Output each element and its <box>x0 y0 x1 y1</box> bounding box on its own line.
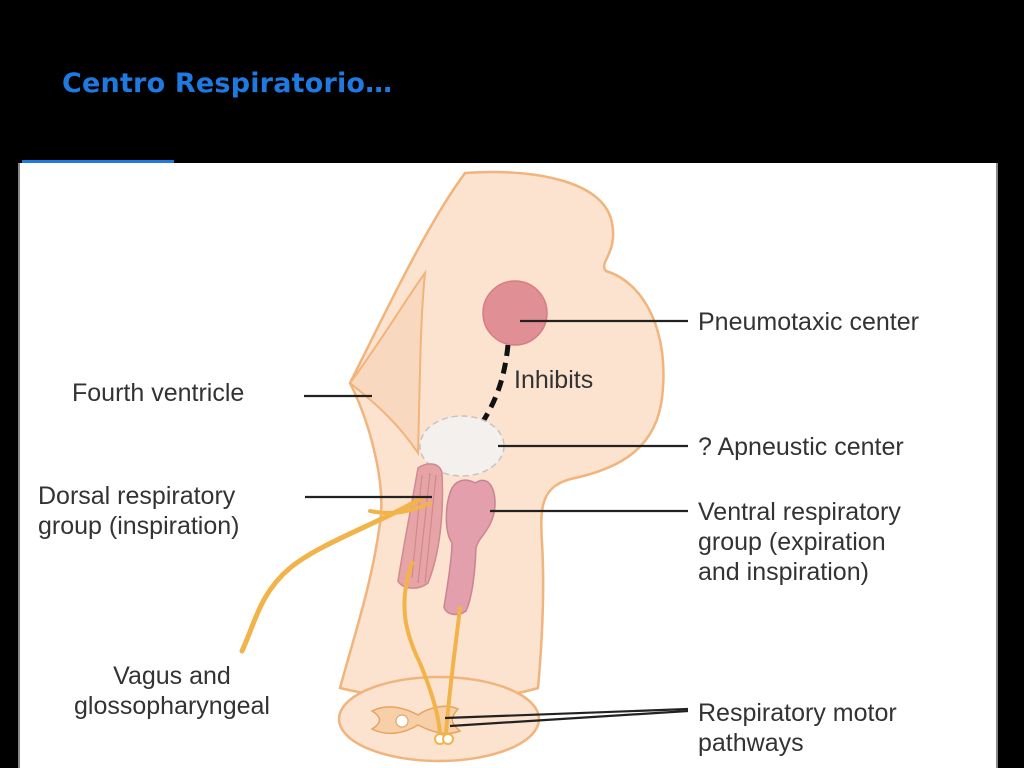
leader-lines <box>304 319 689 728</box>
label-fourth-ventricle: Fourth ventricle <box>72 379 245 407</box>
label-respiratory-motor-pathways: Respiratory motor pathways <box>698 699 897 757</box>
leader-motor-1 <box>444 707 689 720</box>
diagram-panel: Pneumotaxic center Inhibits Fourth ventr… <box>18 163 998 768</box>
label-ventral-respiratory-group: Ventral respiratory group (expiration an… <box>698 498 901 586</box>
slide-title: Centro Respiratorio… <box>62 68 393 99</box>
label-pneumotaxic-center: Pneumotaxic center <box>698 308 919 336</box>
ventral-group-shape <box>443 479 496 616</box>
respiratory-motor-pathways <box>402 561 462 735</box>
fourth-ventricle-shape <box>348 269 427 457</box>
brainstem-outline <box>338 170 665 701</box>
label-inhibits: Inhibits <box>514 366 594 394</box>
pneumotaxic-center-circle <box>482 280 548 346</box>
inhibits-arrow <box>444 344 511 471</box>
leader-motor-2 <box>449 709 689 728</box>
label-dorsal-respiratory-group: Dorsal respiratory group (inspiration) <box>38 482 240 540</box>
dorsal-group-shape <box>397 463 444 589</box>
label-apneustic-center: ? Apneustic center <box>698 433 904 461</box>
label-vagus-glossopharyngeal: Vagus and glossopharyngeal <box>74 662 270 720</box>
vagus-glossopharyngeal-nerve <box>239 495 432 654</box>
title-underline <box>22 160 174 164</box>
brainstem-diagram <box>239 170 689 763</box>
